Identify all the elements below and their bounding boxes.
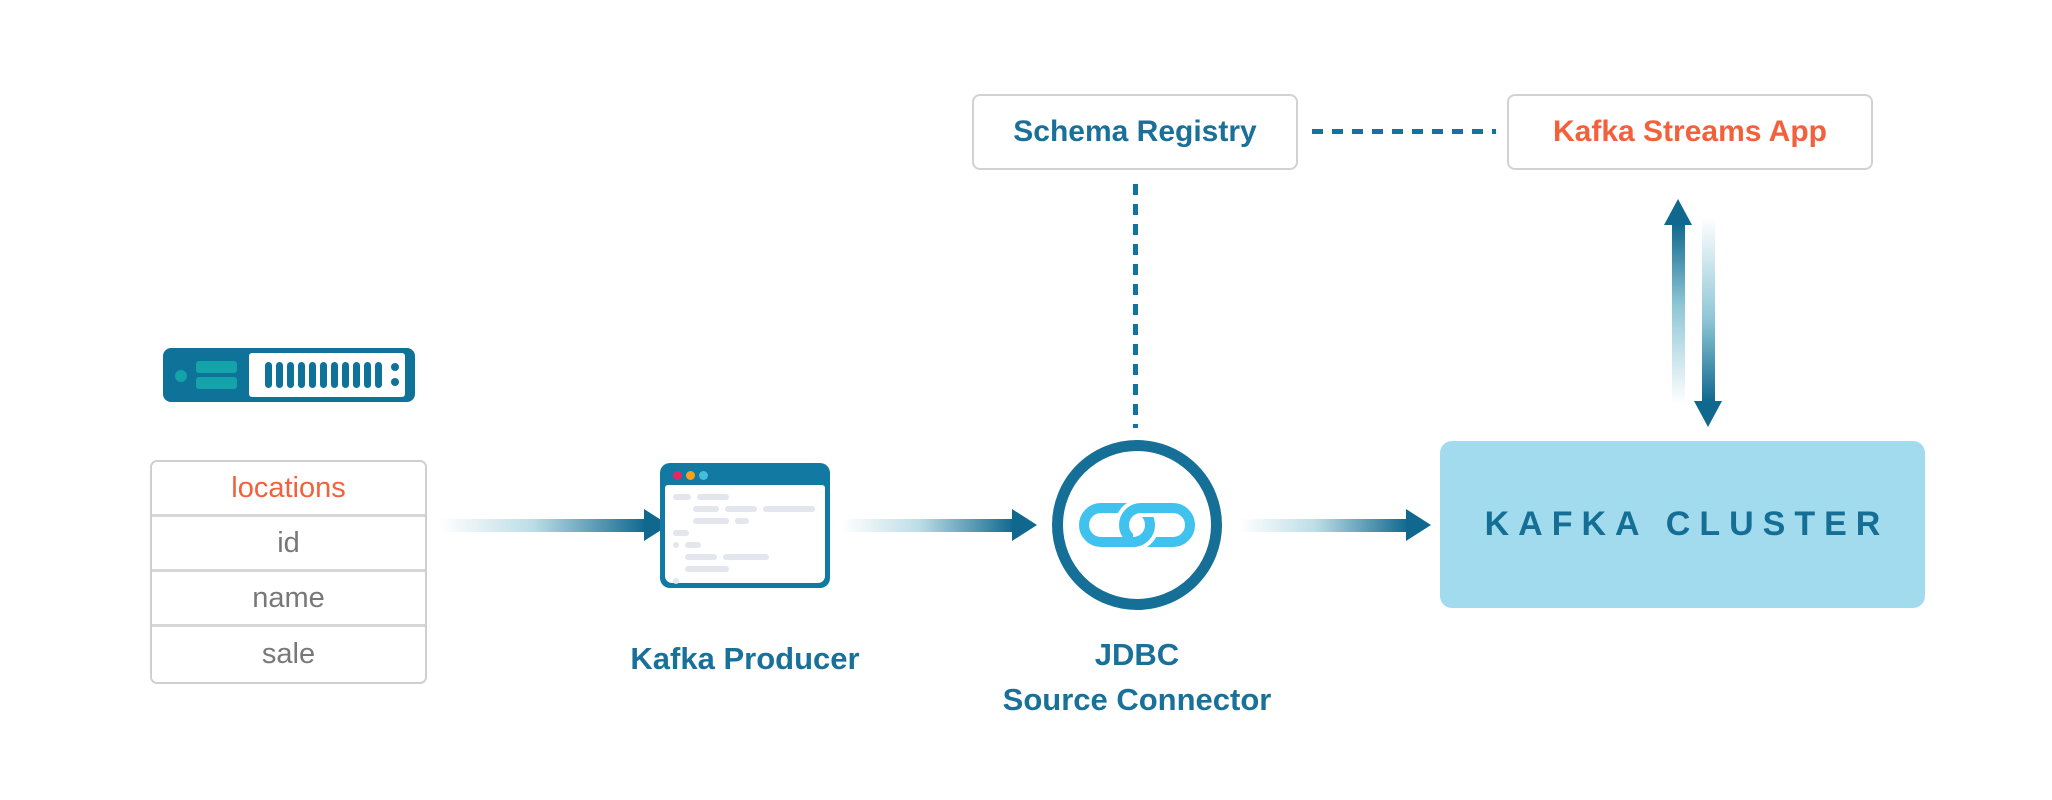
kafka-streams-app-node: Kafka Streams App [1507,94,1873,170]
table-cell: name [252,581,325,614]
table-header-row: locations [152,462,425,517]
window-dot-pink-icon [673,471,682,480]
schema-registry-label: Schema Registry [1013,115,1257,148]
jdbc-label-line2: Source Connector [1002,681,1272,717]
kafka-cluster-node: KAFKA CLUSTER [1440,441,1925,608]
kafka-cluster-label: KAFKA CLUSTER [1484,505,1890,543]
server-led-dot [175,370,187,382]
kafka-producer-label: Kafka Producer [630,641,860,676]
arrow-up-icon [1672,224,1685,404]
server-vent-panel [249,353,405,397]
table-row: name [152,572,425,627]
code-window-body [665,485,825,584]
table-row: id [152,517,425,572]
dashed-connector-registry-to-jdbc [1133,184,1138,428]
jdbc-source-connector-node [1052,440,1222,610]
table-name-label: locations [231,471,346,504]
arrow-right-head-icon [1012,509,1037,541]
server-bar [196,377,237,389]
arrow-right-icon [440,519,646,532]
kafka-streams-app-label: Kafka Streams App [1553,115,1827,148]
arrow-right-icon [1240,519,1408,532]
code-window-icon [660,463,830,588]
server-colon-dot [391,363,399,371]
table-cell: sale [261,638,316,670]
server-colon-dot [391,378,399,386]
jdbc-connector-label: JDBC Source Connector [967,633,1307,723]
arrow-down-icon [1702,218,1715,402]
arrow-right-head-icon [1406,509,1431,541]
jdbc-label-line1: JDBC [1094,637,1180,672]
schema-registry-node: Schema Registry [972,94,1298,170]
window-dot-orange-icon [686,471,695,480]
source-database-table: locations id name sale [150,460,427,684]
server-bar [196,361,237,373]
link-icon [1079,499,1196,551]
table-row: sale [152,627,425,682]
dashed-connector-registry-to-streams [1312,129,1496,134]
arrow-up-head-icon [1664,199,1692,225]
arrow-down-head-icon [1694,401,1722,427]
server-vents [265,362,382,388]
arrow-right-icon [842,519,1014,532]
database-server-icon [163,348,415,402]
table-cell: id [277,526,300,559]
window-dot-blue-icon [699,471,708,480]
